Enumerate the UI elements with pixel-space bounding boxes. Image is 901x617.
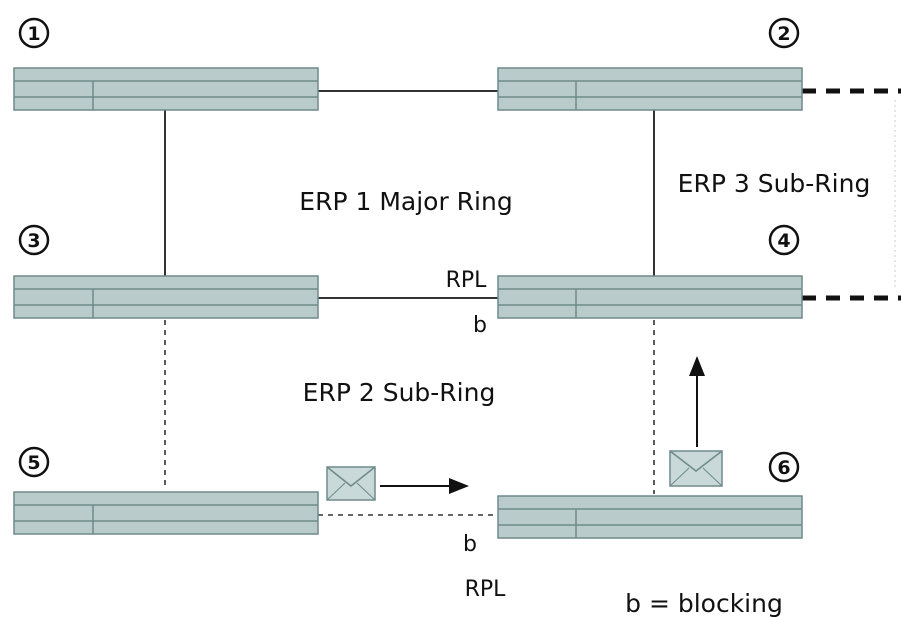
rpl-label-bottom: RPL — [465, 577, 507, 602]
node-number-6: 6 — [777, 457, 790, 479]
blocking-legend: b = blocking — [625, 589, 783, 617]
blocking-marker-bottom: b — [463, 532, 477, 557]
node-number-2: 2 — [777, 23, 790, 45]
erp3-sub-ring-label: ERP 3 Sub-Ring — [678, 169, 871, 198]
node-badge-1: 1 — [18, 17, 50, 49]
envelope-icon — [669, 450, 723, 487]
erp2-links — [164, 320, 655, 516]
node-number-1: 1 — [27, 23, 40, 45]
erp2-sub-ring-label: ERP 2 Sub-Ring — [303, 378, 496, 407]
switch-node-5 — [13, 491, 319, 535]
node-badge-5: 5 — [18, 446, 50, 478]
blocking-marker-top: b — [473, 313, 487, 338]
switch-node-6 — [497, 495, 803, 539]
node-number-3: 3 — [27, 230, 40, 252]
node-badge-2: 2 — [768, 17, 800, 49]
switch-node-3 — [13, 275, 319, 319]
rpl-label-top: RPL — [446, 268, 488, 293]
erp3-links — [802, 88, 901, 301]
envelope-icon — [326, 466, 376, 501]
switch-node-4 — [497, 275, 803, 319]
erp1-major-ring-label: ERP 1 Major Ring — [299, 187, 512, 216]
node-badge-6: 6 — [768, 451, 800, 483]
switch-node-2 — [497, 67, 803, 111]
erp1-links — [164, 90, 655, 299]
node-number-5: 5 — [27, 452, 40, 474]
node-number-4: 4 — [777, 230, 790, 252]
node-badge-3: 3 — [18, 224, 50, 256]
node-badge-4: 4 — [768, 224, 800, 256]
switch-node-1 — [13, 67, 319, 111]
